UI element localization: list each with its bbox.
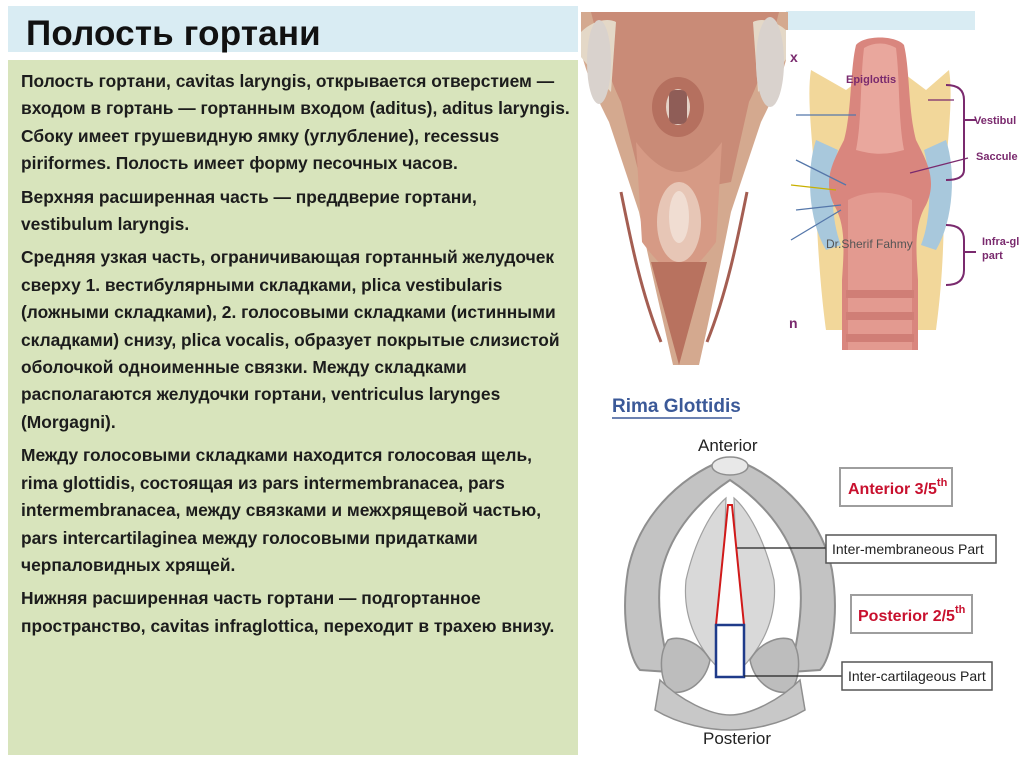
text-panel: Полость гортани, cavitas laryngis, откры… [8,60,578,755]
posterior-fraction-label: Posterior 2/5th [858,604,966,625]
paragraph-cavitas: Полость гортани, cavitas laryngis, откры… [21,71,570,174]
anterior-fraction-label: Anterior 3/5th [848,477,948,498]
rima-heading: Rima Glottidis [612,396,741,417]
paragraph-middle-part: Средняя узкая часть, ограничивающая горт… [21,247,560,432]
inter-membraneous-label: Inter-membraneous Part [832,541,984,557]
edge-letter-top: x [790,49,798,65]
anterior-label: Anterior [698,436,758,455]
larynx-coronal-section-illustration: x n Epiglottis Vestibul Saccule Infra-gl… [786,30,1024,350]
epiglottis-label: Epiglottis [846,74,896,86]
infraglottic-label-line1: Infra-gl [982,236,1019,248]
title-bar: Полость гортани [8,6,578,53]
posterior-label: Posterior [703,729,771,748]
paragraph-rima: Между голосовыми складками находится гол… [21,445,542,575]
larynx-posterior-illustration [581,12,788,365]
vestibule-label: Vestibul [974,115,1016,127]
inter-cartilageous-label: Inter-cartilageous Part [848,668,986,684]
saccule-label: Saccule [976,151,1018,163]
rima-glottidis-diagram: Rima Glottidis Anterior Posterior Anteri… [600,380,1024,767]
page-title: Полость гортани [26,14,321,53]
infraglottic-label-line2: part [982,250,1003,262]
title-bar-extension [786,11,975,31]
author-watermark: Dr.Sherif Fahmy [826,237,913,251]
edge-letter-bottom: n [789,315,798,331]
paragraph-vestibulum: Верхняя расширенная часть — преддверие г… [21,186,477,235]
paragraph-infraglottic: Нижняя расширенная часть гортани — подго… [21,588,555,636]
